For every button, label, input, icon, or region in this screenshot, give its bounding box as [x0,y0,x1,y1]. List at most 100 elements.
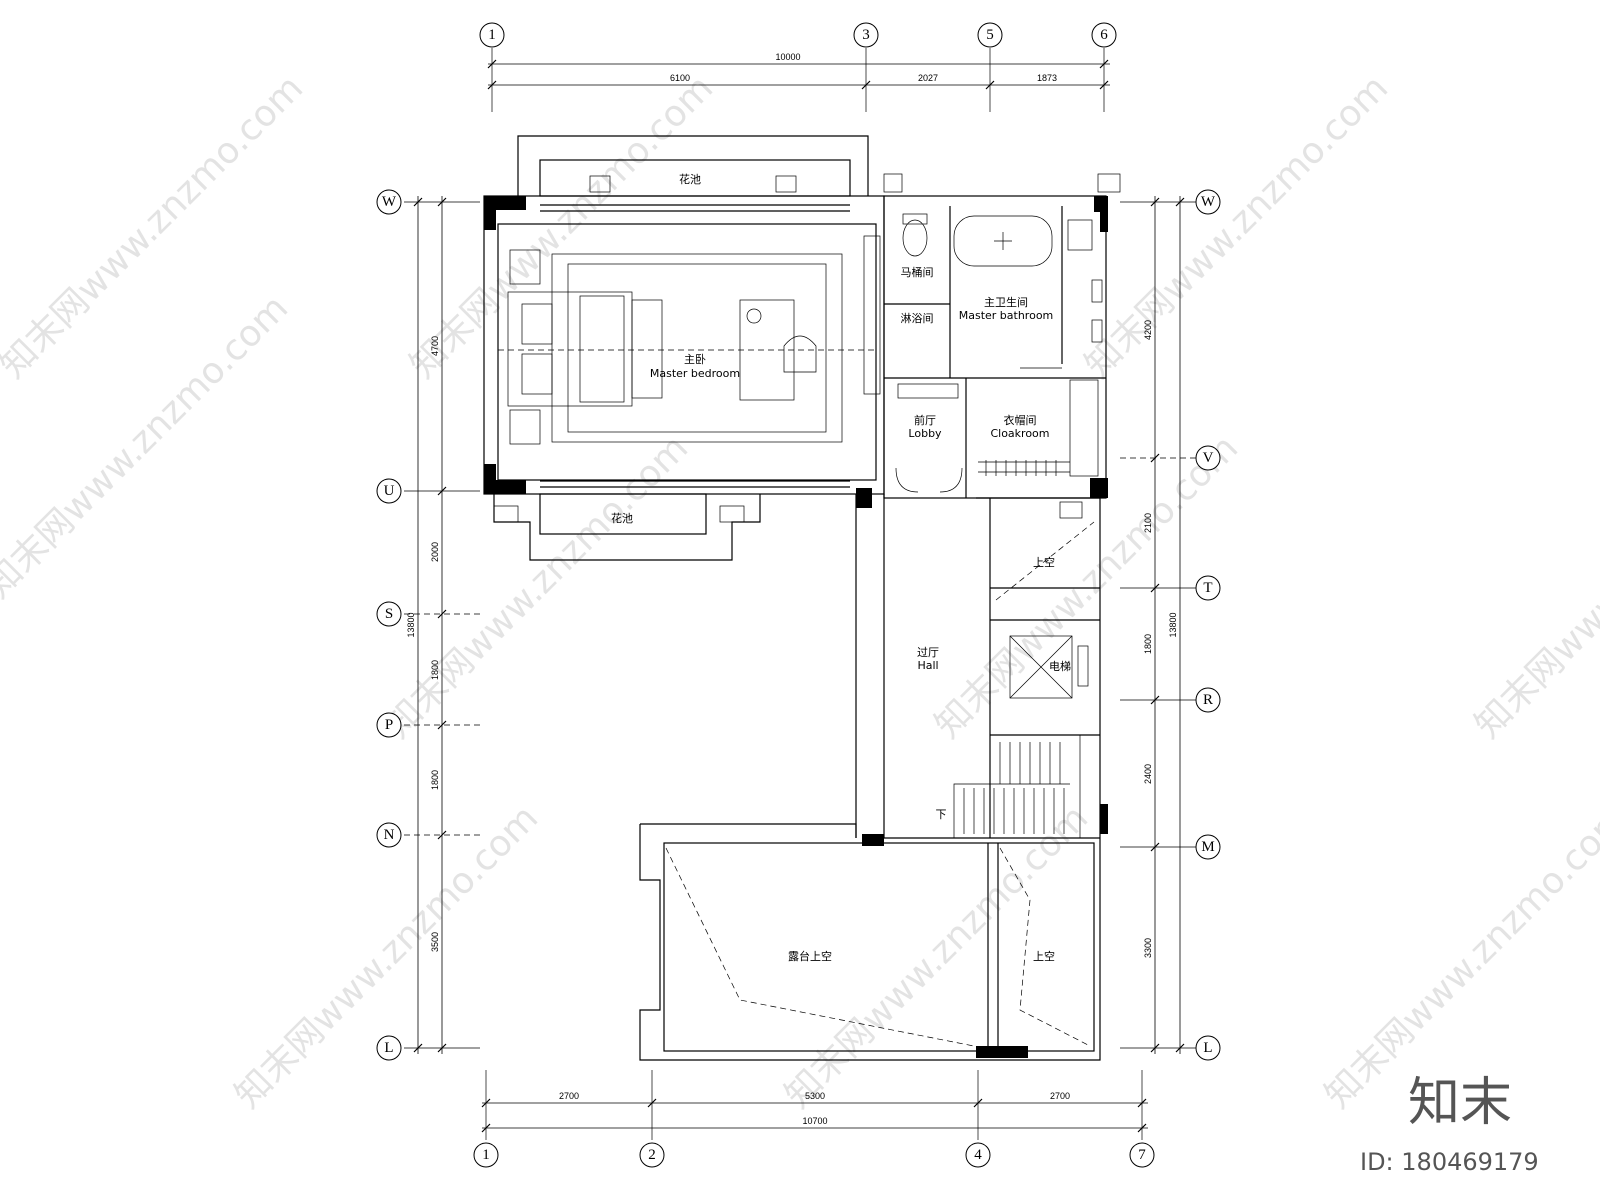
columns [484,196,1108,1058]
left-total-dim: 13800 [406,612,416,637]
axis-bubble-left-N [376,822,402,848]
watermark-7: 知末网www.znzmo.com [1467,428,1600,747]
lobby-label-en: Lobby [908,427,942,440]
nightstand-top [509,249,541,285]
axis-bubble-left-P [376,712,402,738]
elevator-label: 电梯 [1049,660,1071,673]
bottom-dim-1: 2700 [559,1091,579,1101]
hall-label-en: Hall [917,659,938,672]
axis-label-right-V: V [1203,450,1214,466]
right-total-dim: 13800 [1168,612,1178,637]
axis-label-bottom-4: 4 [974,1147,982,1163]
axis-bubble-right-M [1195,834,1221,860]
axis-label-left-S: S [385,606,393,622]
right-dim-1: 4200 [1143,320,1153,340]
watermark-3: 知末网www.znzmo.com [1077,68,1396,387]
axis-bubble-bottom-2 [639,1142,665,1168]
cloakroom-label-cn: 衣帽间 [1004,413,1037,427]
master-bedroom: 主卧 Master bedroom [498,235,881,445]
axis-bubble-bottom-7 [1129,1142,1155,1168]
stair-down-label: 下 [936,808,947,821]
axis-bubble-right-V [1195,445,1221,471]
planter-top-label: 花池 [679,173,701,186]
axis-bubble-top-3 [853,22,879,48]
top-dimensions: 10000 6100 2027 1873 1 3 5 6 [479,22,1117,112]
left-dim-2: 2000 [430,542,440,562]
terrace-void: 露台上空 上空 [665,847,1091,1049]
right-dimensions: 13800 4200 2100 1800 2400 3300 W V T R M… [1120,189,1221,1061]
left-dim-3: 1800 [430,660,440,680]
axis-label-top-1: 1 [488,27,496,43]
axis-label-right-T: T [1203,580,1212,596]
axis-bubble-top-1 [479,22,505,48]
watermark-2: 知末网www.znzmo.com [402,68,721,387]
axis-label-right-M: M [1201,839,1214,855]
axis-label-left-U: U [384,483,395,499]
axis-bubble-bottom-4 [965,1142,991,1168]
left-dim-4: 1800 [430,770,440,790]
master-bedroom-label-cn: 主卧 [684,353,706,366]
axis-label-top-3: 3 [862,27,870,43]
master-bathroom: 马桶间 淋浴间 主卫生间 Master bathroom [901,213,1103,369]
axis-label-left-N: N [384,827,395,843]
axis-label-bottom-1: 1 [482,1147,490,1163]
axis-label-right-W: W [1201,194,1216,210]
axis-label-top-5: 5 [986,27,994,43]
bathroom-label-en: Master bathroom [959,309,1054,322]
axis-bubble-left-W [376,189,402,215]
axis-label-right-R: R [1203,692,1213,708]
axis-bubble-right-R [1195,687,1221,713]
axis-label-right-L: L [1203,1040,1212,1056]
bottom-dim-3: 2700 [1050,1091,1070,1101]
axis-bubble-top-6 [1091,22,1117,48]
axis-bubble-right-W [1195,189,1221,215]
cloakroom-label-en: Cloakroom [990,427,1049,440]
building-walls [483,195,1107,1061]
top-dim-3: 1873 [1037,73,1057,83]
desk [739,299,795,401]
left-dimensions: 13800 4700 2000 1800 1800 3500 W U S P N… [376,189,480,1061]
left-dim-5: 3500 [430,932,440,952]
right-dim-5: 3300 [1143,938,1153,958]
terrace-void-label: 露台上空 [788,949,832,963]
void-label-2: 上空 [1033,949,1055,963]
toilet-room-label: 马桶间 [901,265,934,279]
bathtub [953,215,1053,267]
hall-label-cn: 过厅 [917,646,939,659]
axis-bubble-right-L [1195,1035,1221,1061]
lobby-cloakroom: 前厅 Lobby 衣帽间 Cloakroom [895,379,1099,493]
axis-label-bottom-2: 2 [648,1147,656,1163]
bottom-dim-2: 5300 [805,1091,825,1101]
axis-bubble-bottom-1 [473,1142,499,1168]
brand-logo-text: 知末 [1408,1073,1512,1133]
right-dim-2: 2100 [1143,513,1153,533]
axis-label-left-P: P [385,717,393,733]
planter-bottom-label: 花池 [611,512,633,525]
toilet [902,219,928,257]
axis-bubble-right-T [1195,575,1221,601]
top-dim-1: 6100 [670,73,690,83]
axis-label-left-W: W [382,194,397,210]
bottom-total-dim: 10700 [802,1116,827,1126]
right-dim-3: 1800 [1143,634,1153,654]
axis-bubble-left-U [376,478,402,504]
watermark-5: 知末网www.znzmo.com [377,428,696,747]
planter-bottom: 花池 [493,493,761,561]
top-dim-2: 2027 [918,73,938,83]
axis-label-bottom-7: 7 [1138,1147,1146,1163]
hall-elevator-stair: 上空 过厅 Hall 电梯 下 [917,501,1095,839]
axis-bubble-left-L [376,1035,402,1061]
bathroom-label-cn: 主卫生间 [984,295,1028,309]
axis-label-top-6: 6 [1100,27,1108,43]
bed [507,291,633,407]
left-dim-1: 4700 [430,336,440,356]
right-dim-4: 2400 [1143,764,1153,784]
lobby-label-cn: 前厅 [914,413,936,427]
master-bedroom-label-en: Master bedroom [650,367,740,380]
elevator-shaft [1009,635,1073,699]
image-id-label: ID: 180469179 [1360,1148,1539,1176]
axis-bubble-left-S [376,601,402,627]
axis-bubble-top-5 [977,22,1003,48]
bottom-dimensions: 2700 5300 2700 10700 1 2 4 7 [473,1070,1155,1168]
